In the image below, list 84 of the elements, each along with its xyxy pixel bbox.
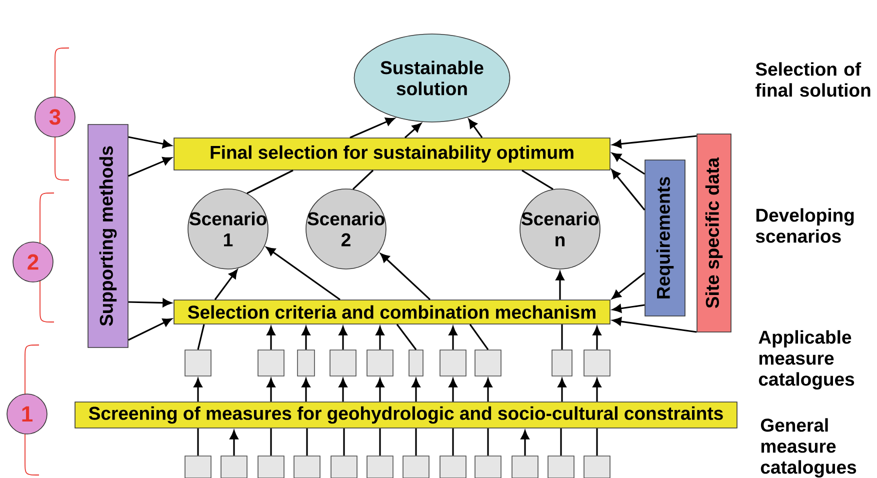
connector-line bbox=[246, 170, 294, 194]
arrow bbox=[128, 318, 172, 341]
catalogue-box bbox=[294, 456, 320, 478]
arrow bbox=[611, 169, 646, 210]
input-bar: Site specific data bbox=[696, 134, 732, 332]
connector-line bbox=[306, 428, 308, 456]
connector-line bbox=[522, 170, 554, 190]
arrow bbox=[302, 378, 310, 402]
catalogue-box bbox=[330, 456, 358, 478]
connector-line bbox=[469, 324, 489, 350]
catalogue-box bbox=[297, 350, 315, 376]
catalogue-box bbox=[474, 456, 502, 478]
catalogue-box bbox=[584, 456, 610, 478]
arrow bbox=[556, 271, 564, 300]
catalogue-box bbox=[366, 350, 394, 376]
connector-line bbox=[197, 324, 205, 350]
arrow bbox=[592, 378, 602, 402]
connector-line bbox=[343, 428, 345, 456]
connector-line bbox=[270, 428, 272, 456]
arrow bbox=[128, 136, 172, 148]
side-label: General measure catalogues bbox=[760, 418, 856, 478]
arrow bbox=[612, 272, 646, 300]
arrow bbox=[412, 378, 420, 402]
catalogue-box bbox=[402, 456, 430, 478]
arrow bbox=[128, 156, 172, 177]
arrow bbox=[404, 123, 422, 138]
arrow bbox=[468, 118, 483, 138]
catalogue-box bbox=[548, 456, 574, 478]
process-box: Screening of measures for geohydrologic and socio-cultural constraints bbox=[74, 402, 738, 428]
catalogue-box bbox=[584, 350, 610, 376]
arrow bbox=[376, 378, 384, 402]
catalogue-box bbox=[258, 350, 284, 376]
catalogue-box bbox=[440, 456, 466, 478]
arrow bbox=[558, 378, 566, 402]
arrow bbox=[612, 135, 697, 148]
arrow bbox=[128, 298, 172, 308]
connector-line bbox=[197, 428, 199, 456]
input-bar: Supporting methods bbox=[88, 124, 128, 348]
arrow bbox=[380, 253, 431, 300]
arrow bbox=[266, 378, 276, 402]
catalogue-box bbox=[184, 350, 212, 376]
catalogue-box bbox=[220, 456, 248, 478]
arrow bbox=[194, 378, 202, 402]
input-bar: Requirements bbox=[644, 160, 686, 316]
arrow bbox=[266, 246, 340, 300]
connector-line bbox=[379, 428, 381, 456]
connector-line bbox=[596, 428, 598, 456]
arrow bbox=[302, 326, 310, 350]
process-box: Final selection for sustainability optimum bbox=[174, 138, 610, 170]
arrow bbox=[338, 326, 348, 350]
arrow bbox=[376, 326, 384, 350]
connector-line bbox=[560, 428, 562, 456]
arrow bbox=[448, 378, 458, 402]
connector-line bbox=[487, 428, 489, 456]
catalogue-box bbox=[184, 456, 212, 478]
catalogue-box bbox=[330, 350, 356, 376]
side-label: Applicable measure catalogues bbox=[758, 330, 854, 390]
connector-line bbox=[452, 428, 454, 456]
connector-line bbox=[352, 170, 374, 190]
arrow bbox=[612, 304, 645, 313]
catalogue-box bbox=[258, 456, 284, 478]
arrow bbox=[448, 326, 458, 350]
arrow bbox=[612, 317, 697, 333]
process-box: Selection criteria and combination mechanism bbox=[174, 300, 610, 324]
catalogue-box bbox=[408, 350, 424, 376]
catalogue-box bbox=[552, 350, 572, 376]
connector-line bbox=[561, 324, 563, 350]
catalogue-box bbox=[440, 350, 466, 376]
arrow bbox=[230, 430, 238, 456]
connector-line bbox=[396, 324, 417, 350]
arrow bbox=[520, 430, 530, 456]
arrow bbox=[350, 118, 395, 138]
arrow bbox=[612, 152, 646, 175]
side-label: Developing scenarios bbox=[756, 208, 854, 243]
catalogue-box bbox=[366, 456, 394, 478]
arrow bbox=[214, 269, 238, 300]
arrow bbox=[484, 378, 492, 402]
connector-line bbox=[415, 428, 417, 456]
arrow bbox=[266, 326, 276, 350]
side-label: Selection of final solution bbox=[756, 62, 870, 97]
arrow bbox=[592, 326, 602, 350]
arrow bbox=[338, 378, 348, 402]
catalogue-box bbox=[512, 456, 538, 478]
catalogue-box bbox=[474, 350, 502, 376]
